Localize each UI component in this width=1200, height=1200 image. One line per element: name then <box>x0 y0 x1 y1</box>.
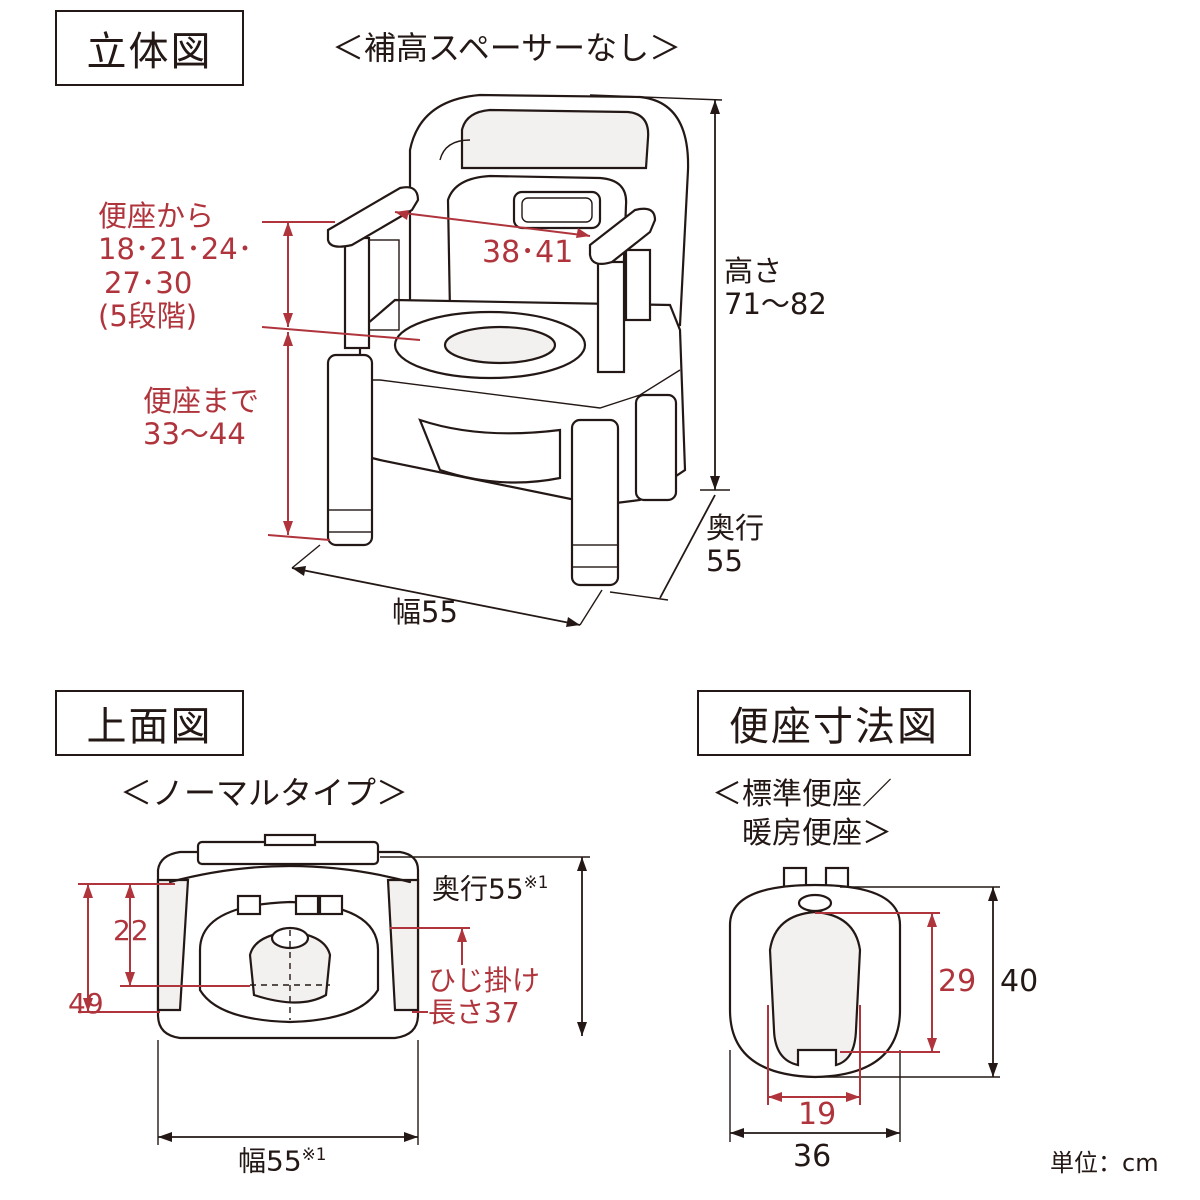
depth-line-1: 奥行 <box>706 511 765 545</box>
seat-caption: ＜標準便座／ 暖房便座＞ <box>712 775 892 853</box>
seat-depth-text: 38･41 <box>482 235 574 270</box>
width-text: 幅55 <box>392 595 458 629</box>
dim-29-text: 29 <box>938 964 977 1000</box>
seat-height-line-1: 便座まで <box>143 384 260 418</box>
perspective-caption: ＜補高スペーサーなし＞ <box>332 29 682 67</box>
height-line-1: 高さ <box>724 254 783 288</box>
depth-text: 奥行 55 <box>706 511 765 579</box>
elbow-length-text: ひじ掛け 長さ37 <box>428 964 541 1030</box>
perspective-view-label: 立体図 <box>55 10 244 86</box>
elbow-line-2: 長さ37 <box>428 996 520 1030</box>
dim-19-text: 19 <box>798 1097 837 1132</box>
height-line-2: 71～82 <box>724 287 827 322</box>
seat-caption-line-1: ＜標準便座／ <box>712 777 892 812</box>
top-view-label: 上面図 <box>55 690 244 756</box>
top-view-dimension-lines <box>78 856 590 1145</box>
armrest-height-text: 便座から 18･21･24･ 27･30 (5段階) <box>98 199 253 334</box>
seat-dimension-label: 便座寸法図 <box>697 690 971 756</box>
top-view-caption: ＜ノーマルタイプ＞ <box>120 774 409 812</box>
dim-36-text: 36 <box>793 1139 832 1174</box>
top-depth-value: 奥行55 <box>432 872 524 906</box>
armrest-line-1: 便座から <box>98 199 215 233</box>
depth-line-2: 55 <box>706 544 743 579</box>
unit-note: 単位：cm <box>1050 1149 1159 1177</box>
seat-caption-line-2: 暖房便座＞ <box>742 816 892 851</box>
armrest-line-4: (5段階) <box>98 299 198 334</box>
top-width-note: ※1 <box>301 1144 327 1164</box>
dim-22-text: 22 <box>113 914 149 947</box>
chair-top-view-drawing <box>156 833 420 1040</box>
chair-perspective-drawing <box>326 93 690 587</box>
top-view-depth-text: 奥行55※1 <box>432 872 549 906</box>
elbow-line-1: ひじ掛け <box>428 964 541 997</box>
total-height-text: 高さ 71～82 <box>724 254 827 322</box>
top-view-width-text: 幅55※1 <box>238 1144 327 1178</box>
top-depth-note: ※1 <box>523 872 549 892</box>
perspective-dimension-lines <box>261 94 730 627</box>
dim-40-text: 40 <box>1000 964 1039 999</box>
seat-dimension-lines <box>729 886 1000 1142</box>
seat-drawing <box>728 866 902 1079</box>
armrest-line-2: 18･21･24･ <box>98 232 253 267</box>
top-width-value: 幅55 <box>238 1144 302 1178</box>
seat-height-text: 便座まで 33～44 <box>143 384 260 452</box>
armrest-line-3: 27･30 <box>104 265 193 300</box>
seat-height-line-2: 33～44 <box>143 417 246 452</box>
dim-49-text: 49 <box>68 987 104 1020</box>
